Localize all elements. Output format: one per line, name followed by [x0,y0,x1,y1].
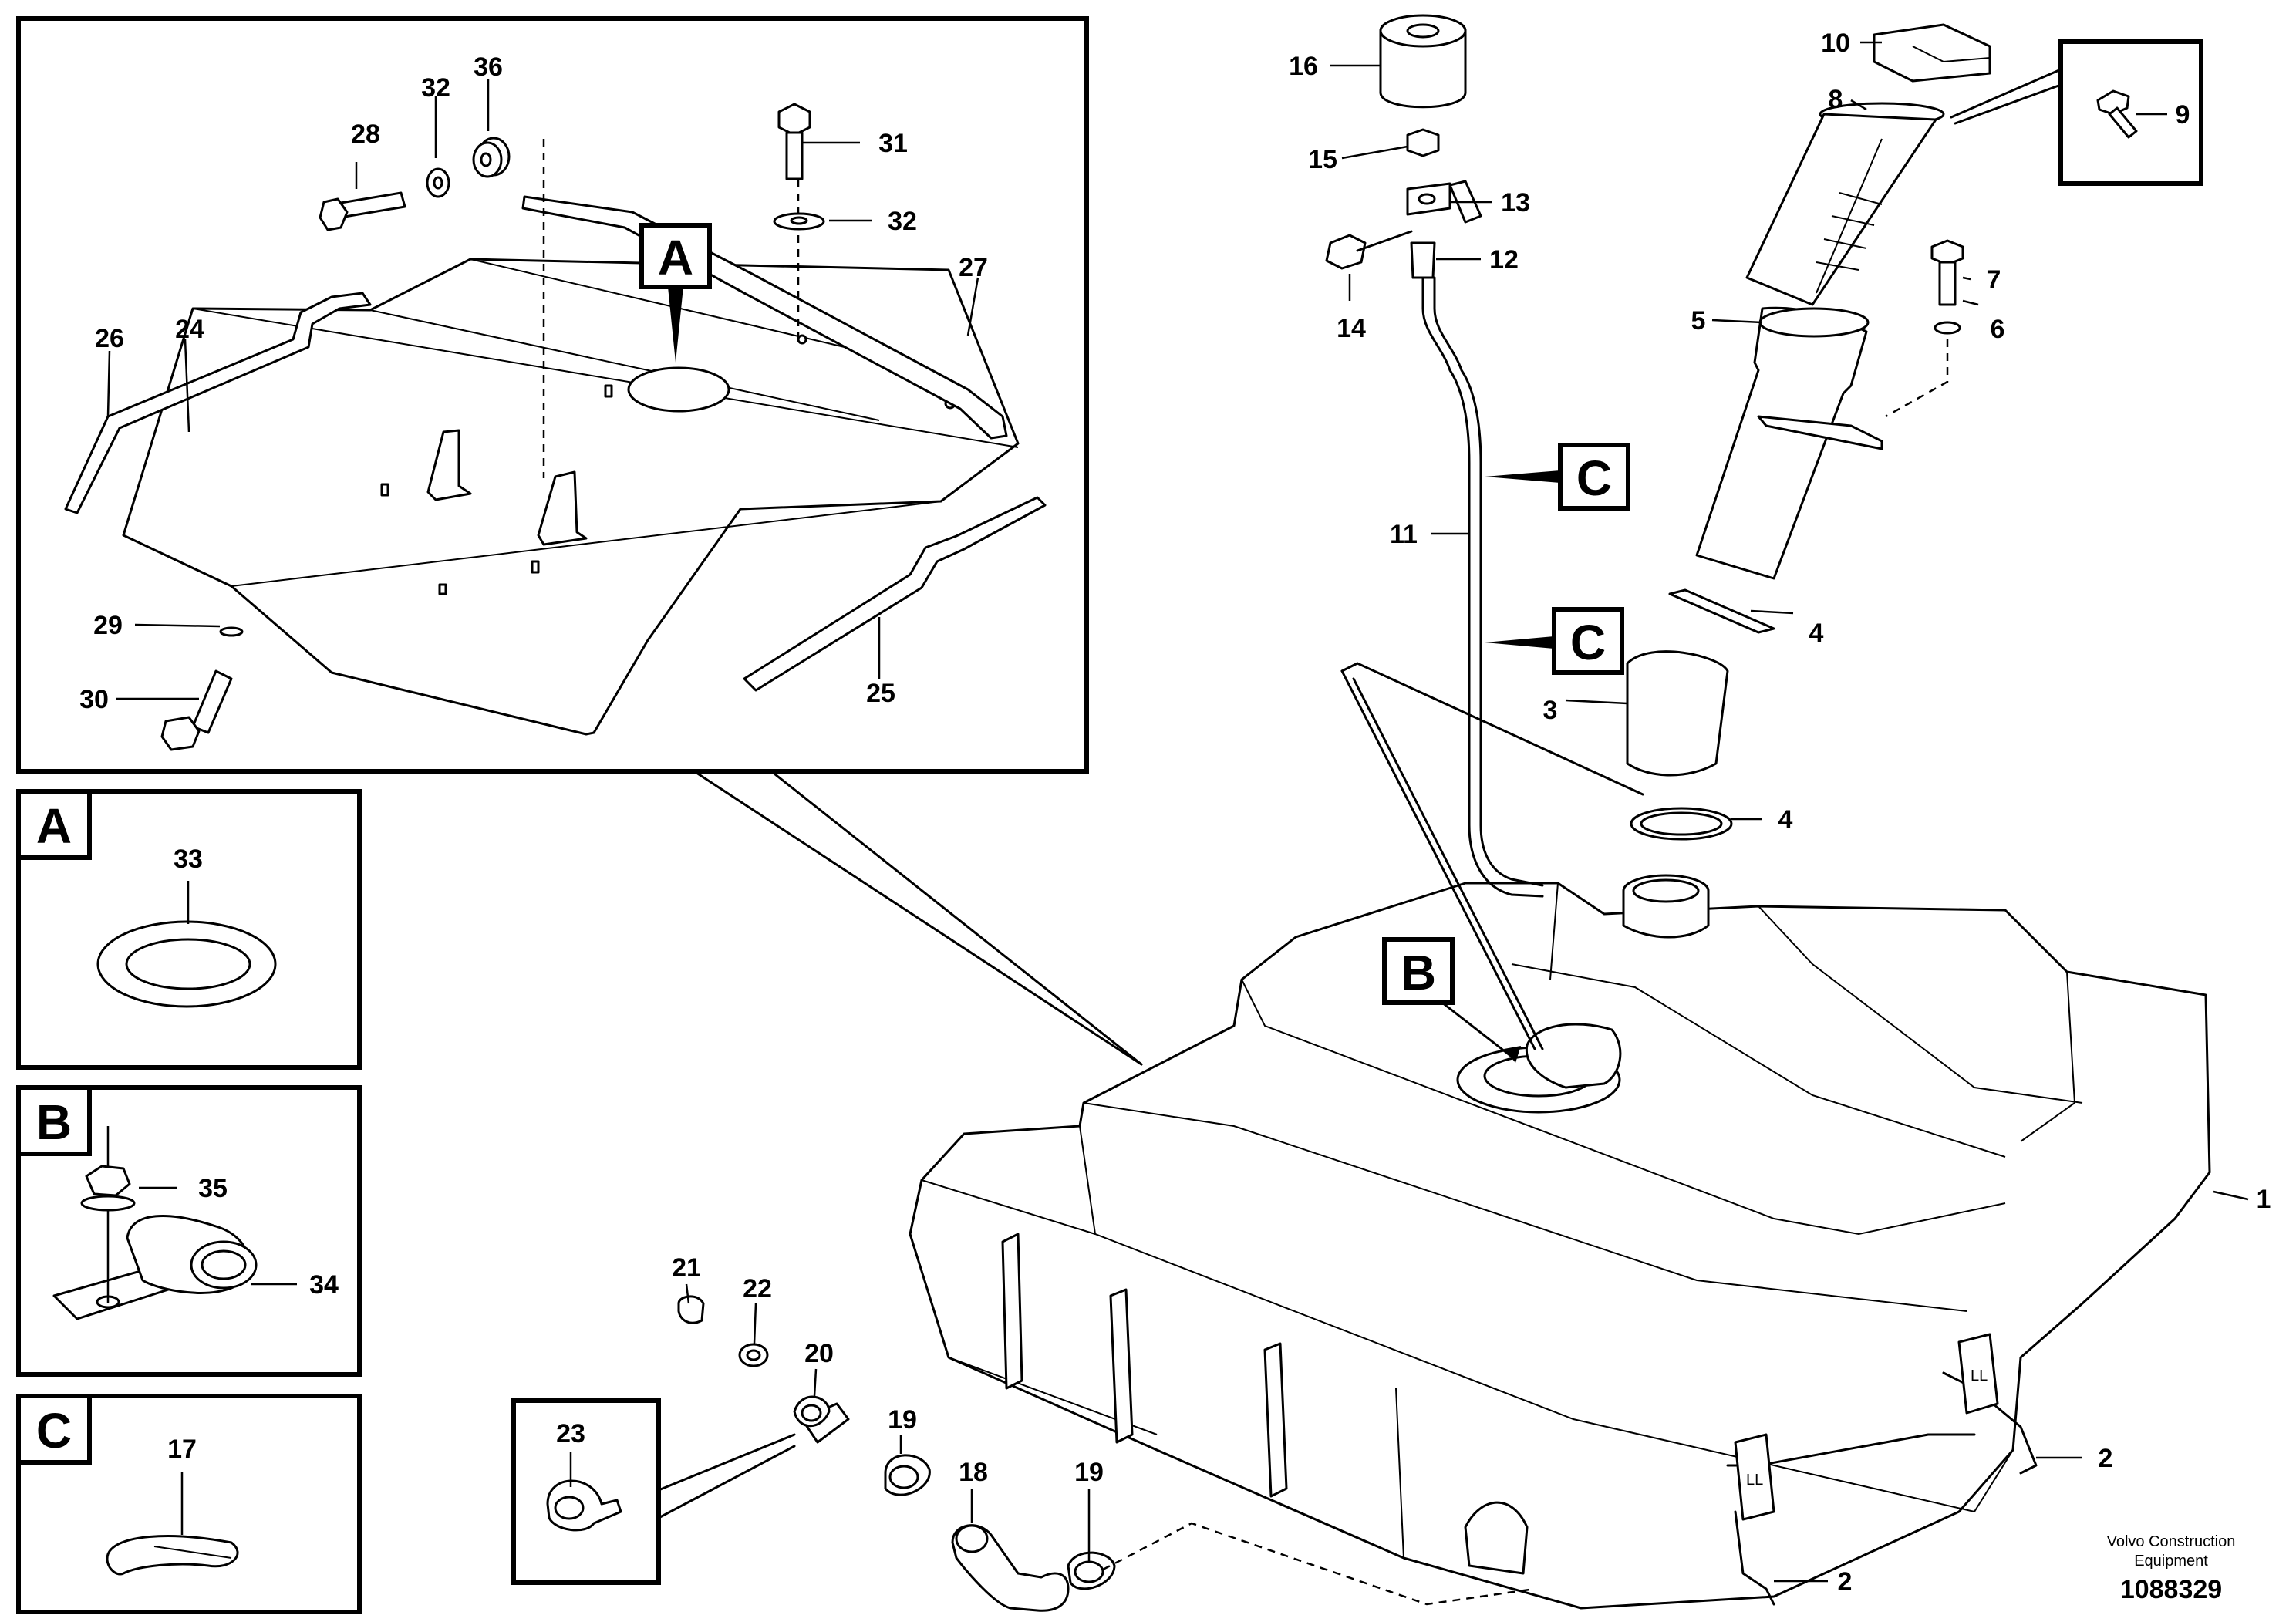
callout-2b: 2 [1838,1567,1853,1597]
callout-23: 23 [556,1419,585,1448]
callout-11: 11 [1390,520,1418,549]
detail-c-panel: C 17 [16,1394,362,1614]
detail-marker-c-tank-1: C [1485,443,1630,511]
callout-21: 21 [672,1253,701,1283]
callout-13: 13 [1501,188,1530,218]
rubber-strip-26 [64,292,372,514]
drawing-number: 1088329 [2120,1575,2222,1604]
screw-28 [319,191,406,231]
callout-30: 30 [79,685,109,714]
svg-text:B: B [1401,945,1436,1000]
rubber-strip-25 [743,496,1047,692]
callout-3: 3 [1543,696,1558,725]
callout-4: 4 [1809,619,1824,648]
svg-text:C: C [1570,615,1606,670]
fuel-tank-1: LL LL [909,874,2211,1610]
washer-6 [1934,321,1961,335]
callout-6: 6 [1991,315,2005,344]
callout-32b: 32 [888,207,917,236]
callout-9: 9 [2176,100,2190,130]
clip-23-panel: 23 [511,1398,661,1585]
callout-12: 12 [1489,245,1519,275]
callout-4b: 4 [1778,805,1793,835]
callout-19: 19 [888,1405,917,1435]
callout-20: 20 [804,1339,834,1368]
callout-10: 10 [1821,29,1850,58]
svg-text:B: B [36,1094,72,1150]
plug-21 [677,1295,705,1324]
callout-17: 17 [167,1435,197,1464]
breather-filter-16 [1379,14,1467,109]
callout-25: 25 [866,679,895,708]
callout-15: 15 [1308,145,1337,174]
svg-text:C: C [36,1403,72,1458]
detail-a-panel: A 33 [16,789,362,1070]
cable-tie-17 [106,1535,239,1576]
callout-7: 7 [1987,265,2001,295]
callout-2: 2 [2099,1444,2113,1473]
vent-hose-11 [1421,276,1544,898]
svg-text:LL: LL [1971,1367,1988,1384]
callout-32: 32 [421,73,450,103]
screw-30 [160,669,233,751]
callout-26: 26 [95,324,124,353]
washer-29 [219,626,244,637]
svg-text:A: A [658,230,693,285]
callout-31: 31 [878,129,908,158]
strainer-tube [1745,113,1937,306]
rubber-strip-27 [521,195,1008,440]
screw-9 [2096,89,2130,116]
plate-bracket [426,429,472,501]
hose-3 [1626,650,1729,777]
filler-pipe-5 [1695,306,1883,580]
detail-marker-c-tank-2: C [1485,607,1624,675]
nipple-15 [1406,128,1440,157]
svg-text:C: C [1576,450,1612,506]
hose-clamp-4 [1668,588,1775,634]
detail-marker-b-tank: B [1382,937,1521,1063]
callout-5: 5 [1691,306,1706,336]
connector-12 [1410,241,1436,279]
callout-27: 27 [959,253,988,282]
screw-14 [1325,234,1367,270]
callout-14: 14 [1337,314,1366,343]
callout-19b: 19 [1074,1458,1104,1487]
callout-22: 22 [743,1274,772,1303]
detail-marker-a-skid-plate: A [639,223,712,363]
company-name: Volvo Construction [2107,1533,2236,1550]
callout-16: 16 [1289,52,1318,81]
filler-cap-10 [1873,23,1991,83]
callout-8: 8 [1829,85,1843,114]
screw-9-panel: 9 [2058,39,2203,186]
drain-valve-20 [793,1395,850,1444]
callout-29: 29 [93,611,123,640]
callout-33: 33 [174,845,203,874]
detail-b-panel: B 35 34 [16,1085,362,1377]
callout-36: 36 [474,52,503,82]
callout-35: 35 [198,1174,228,1203]
plate-bracket [537,470,588,546]
skid-plate-detail-panel [16,16,1089,774]
callout-24: 24 [175,315,204,344]
screw-31 [777,103,811,180]
callout-34: 34 [309,1270,339,1300]
company-name-line2: Equipment [2134,1553,2208,1570]
nut-35 [85,1165,131,1197]
svg-text:LL: LL [1746,1472,1763,1489]
screw-7 [1930,239,1964,306]
svg-text:A: A [36,798,72,854]
callout-1: 1 [2257,1185,2271,1214]
callout-28: 28 [351,120,380,149]
callout-18: 18 [959,1458,988,1487]
